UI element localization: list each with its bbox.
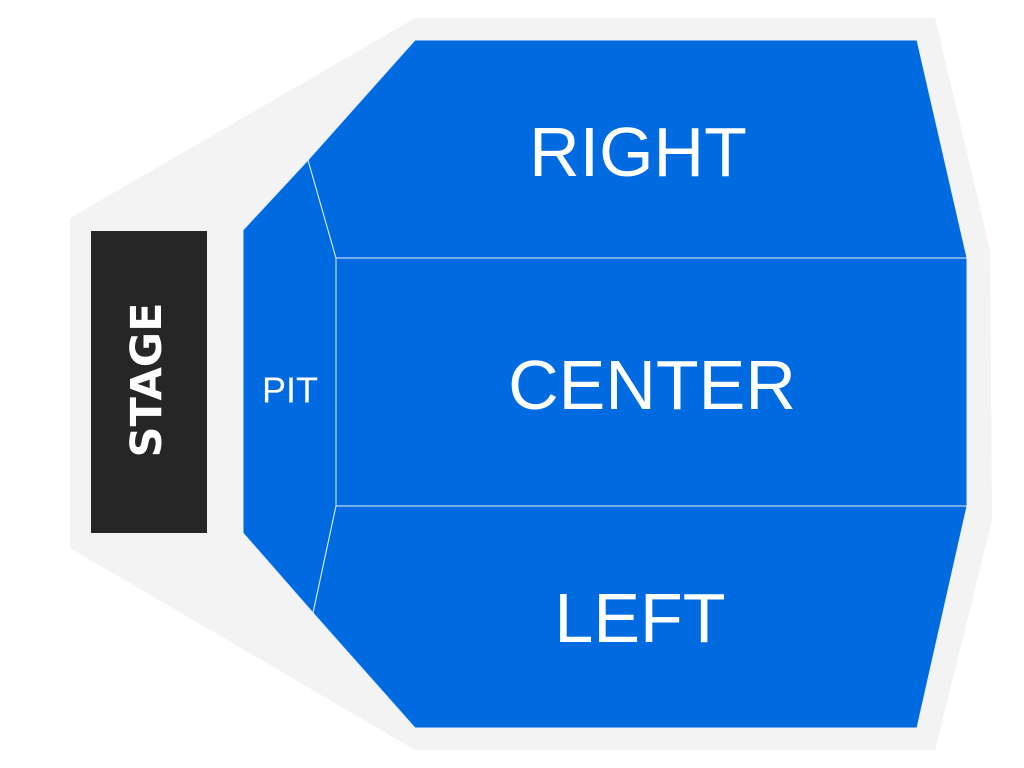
section-left[interactable]: LEFT (312, 505, 968, 729)
section-pit[interactable]: PIT (242, 159, 337, 615)
section-right-area[interactable] (307, 39, 968, 259)
section-right[interactable]: RIGHT (307, 39, 968, 259)
stage: STAGE (91, 231, 207, 533)
section-right-label: RIGHT (529, 113, 747, 191)
section-left-area[interactable] (312, 505, 968, 729)
stage-label: STAGE (122, 303, 172, 458)
stage-block (91, 231, 207, 533)
section-center[interactable]: CENTER (335, 257, 968, 507)
section-pit-label: PIT (262, 370, 318, 411)
section-center-label: CENTER (508, 346, 796, 424)
section-left-label: LEFT (554, 579, 725, 657)
